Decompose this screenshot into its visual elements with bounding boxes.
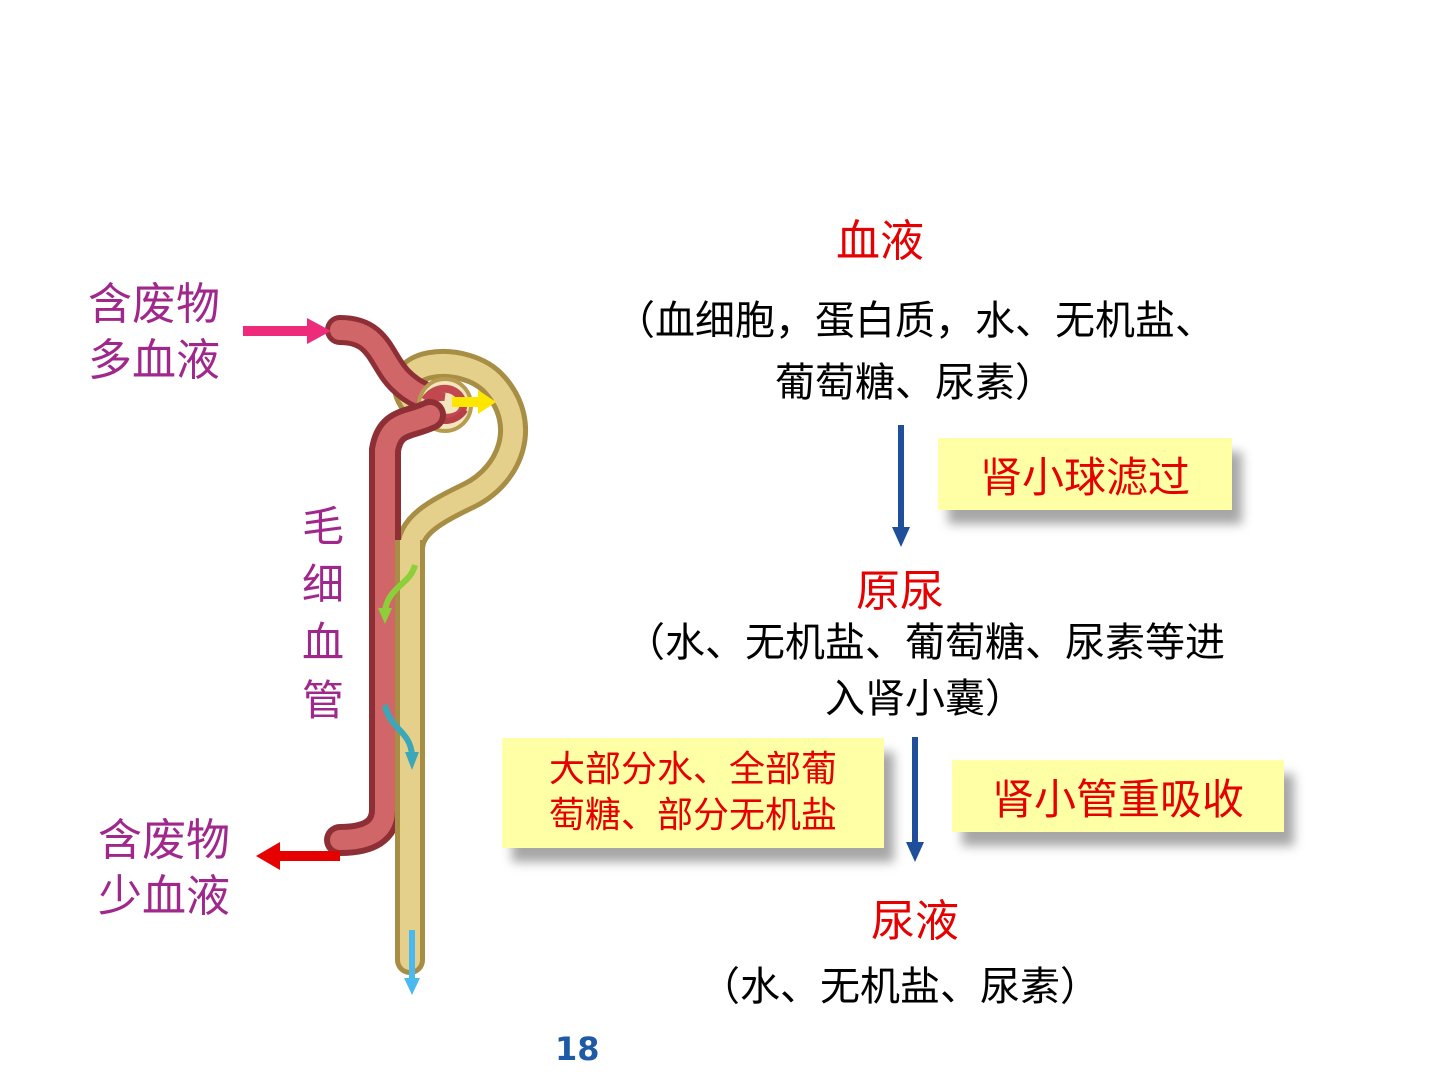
stage-urine-desc: （水、无机盐、尿素） xyxy=(700,964,1100,1010)
reabsorbed-substances-box: 大部分水、全部葡 萄糖、部分无机盐 xyxy=(502,738,884,848)
flow-arrow-2 xyxy=(906,737,924,862)
reabsorption-arrow-teal xyxy=(382,704,419,770)
stage-blood-desc-line1: （血细胞，蛋白质，水、无机盐、 xyxy=(615,298,1215,344)
stage-primary-urine-desc: （水、无机盐、葡萄糖、尿素等进 入肾小囊） xyxy=(555,615,1295,727)
capillary-label-char: 毛 xyxy=(301,502,344,551)
stage-blood-desc-line2: 葡萄糖、尿素） xyxy=(775,360,1055,406)
urine-out-arrow xyxy=(404,930,420,995)
blood-in-arrow xyxy=(243,318,331,344)
tubular-reabsorption-label: 肾小管重吸收 xyxy=(991,774,1244,824)
blood-out-label: 含废物 少血液 xyxy=(98,813,230,925)
stage-blood-title: 血液 xyxy=(836,216,924,267)
blood-in-label-line2: 多血液 xyxy=(88,335,220,386)
glomerular-filtration-label: 肾小球滤过 xyxy=(979,452,1190,502)
blood-out-arrow xyxy=(256,842,340,870)
stage-primary-urine-desc-line2: 入肾小囊） xyxy=(825,676,1025,722)
reabsorbed-line1: 大部分水、全部葡 xyxy=(548,749,837,790)
flow-arrow-1 xyxy=(892,425,910,547)
reabsorption-arrow-green xyxy=(378,564,418,624)
page-number: 18 xyxy=(555,1030,600,1068)
blood-out-label-line2: 少血液 xyxy=(98,871,230,922)
capillary-label: 毛 细 血 管 xyxy=(298,498,348,730)
filtration-arrow xyxy=(452,390,496,414)
stage-blood-desc: （血细胞，蛋白质，水、无机盐、 葡萄糖、尿素） xyxy=(555,290,1275,414)
stage-urine-title: 尿液 xyxy=(871,896,959,947)
reabsorbed-line2: 萄糖、部分无机盐 xyxy=(548,795,837,836)
capillary-label-char: 管 xyxy=(301,676,344,725)
blood-in-label: 含废物 多血液 xyxy=(88,277,220,389)
capillary-label-char: 血 xyxy=(301,618,344,667)
blood-out-label-line1: 含废物 xyxy=(98,815,230,866)
nephron-illustration xyxy=(324,315,528,995)
tubular-reabsorption-box: 肾小管重吸收 xyxy=(952,760,1284,832)
stage-primary-urine-desc-line1: （水、无机盐、葡萄糖、尿素等进 xyxy=(625,620,1225,666)
glomerular-filtration-box: 肾小球滤过 xyxy=(938,438,1232,510)
stage-primary-urine-title: 原尿 xyxy=(856,566,944,617)
capillary-label-char: 细 xyxy=(301,560,344,609)
blood-in-label-line1: 含废物 xyxy=(88,279,220,330)
